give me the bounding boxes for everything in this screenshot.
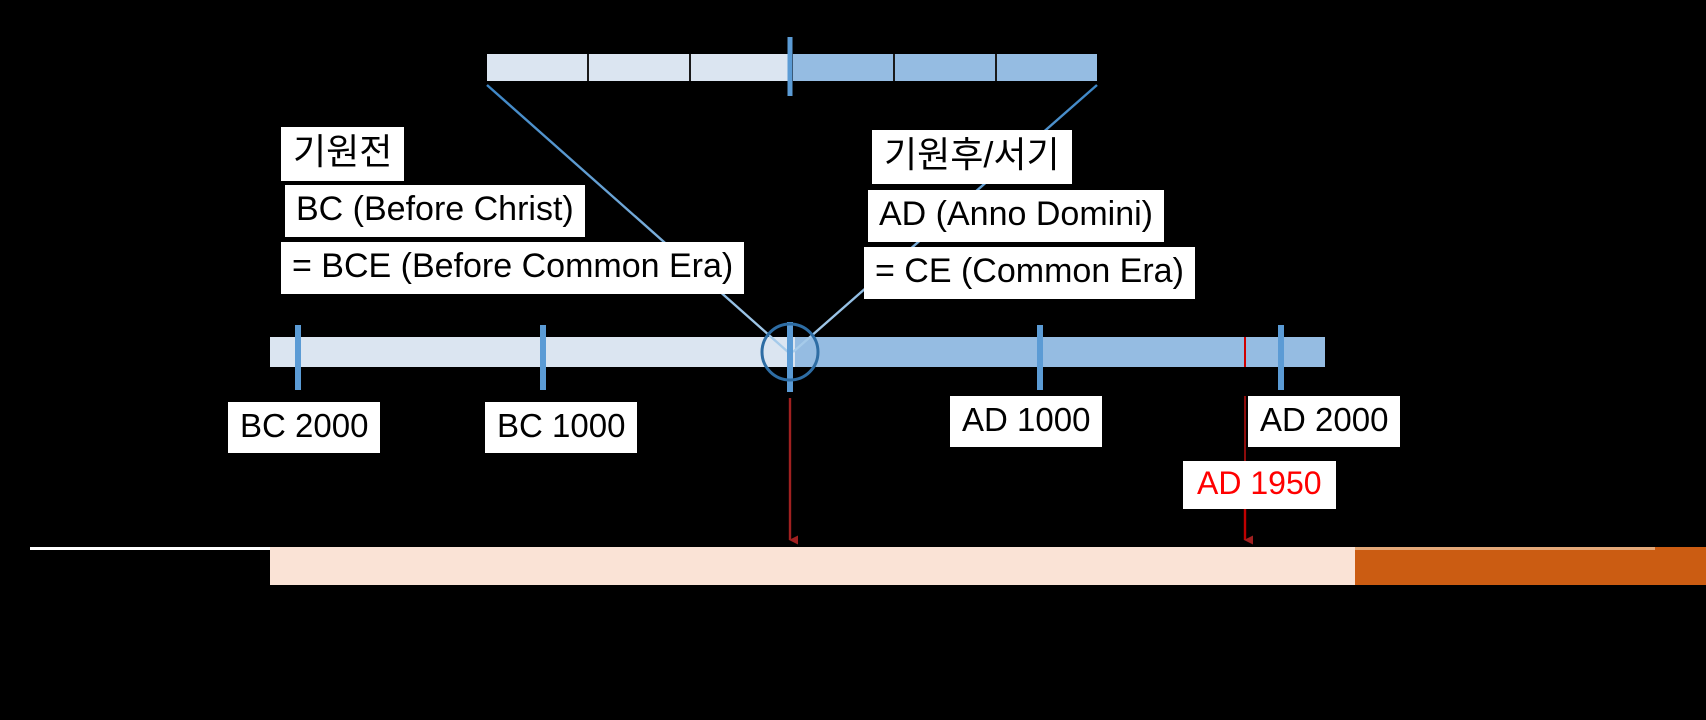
era-segment (793, 54, 895, 81)
holocene-anthropocene-strip (0, 547, 1706, 585)
era-segment (691, 54, 793, 81)
label-bc-english: BC (Before Christ) (285, 185, 585, 237)
tick-label-ad-1000: AD 1000 (950, 396, 1103, 447)
label-ad-1950-text: AD 1950 (1197, 465, 1322, 501)
label-bc-korean-text: 기원전 (293, 131, 393, 172)
anthropocene-band (1355, 547, 1706, 585)
era-segment (589, 54, 691, 81)
label-ce-english: = CE (Common Era) (864, 247, 1195, 299)
label-bce-english-text: = BCE (Before Common Era) (292, 247, 734, 285)
label-bc-korean: 기원전 (281, 127, 405, 181)
label-bce-english: = BCE (Before Common Era) (281, 242, 745, 294)
tick-label-ad-2000: AD 2000 (1248, 396, 1401, 447)
label-ad-english-text: AD (Anno Domini) (879, 195, 1153, 233)
main-timeline (270, 337, 1325, 367)
label-ad-korean-text: 기원후/서기 (884, 134, 1060, 175)
tick-label-bc-1000: BC 1000 (485, 402, 638, 453)
label-ad-1950: AD 1950 (1183, 461, 1336, 509)
tick-label-bc-2000: BC 2000 (228, 402, 381, 453)
tick-label-bc-2000-text: BC 2000 (240, 407, 369, 444)
tick-label-bc-1000-text: BC 1000 (497, 407, 626, 444)
holocene-band (270, 547, 1355, 585)
segmented-era-bar (487, 54, 1097, 81)
timeline-ad-half (795, 337, 1325, 367)
era-segment (895, 54, 997, 81)
label-bc-english-text: BC (Before Christ) (296, 190, 574, 228)
anthropocene-top-edge (1355, 547, 1655, 550)
label-ce-english-text: = CE (Common Era) (875, 252, 1184, 290)
pre-holocene-line (30, 547, 270, 550)
era-segment (487, 54, 589, 81)
era-segment (997, 54, 1097, 81)
timeline-bc-half (270, 337, 796, 367)
label-ad-english: AD (Anno Domini) (868, 190, 1164, 242)
label-ad-korean: 기원후/서기 (872, 130, 1072, 184)
tick-label-ad-2000-text: AD 2000 (1260, 401, 1389, 438)
tick-label-ad-1000-text: AD 1000 (962, 401, 1091, 438)
